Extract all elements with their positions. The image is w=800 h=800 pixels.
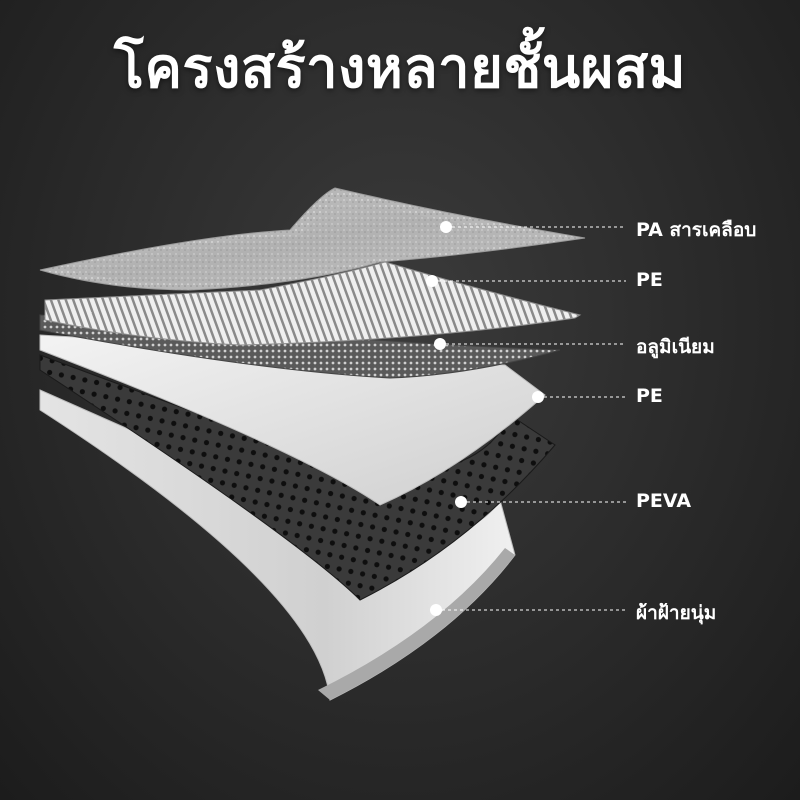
layer-pe-upper <box>44 261 582 346</box>
label-pe-upper: PE <box>636 269 663 291</box>
connector-dot <box>426 275 438 287</box>
label-pe-lower: PE <box>636 385 663 407</box>
connector-dot <box>532 391 544 403</box>
connectors <box>432 226 626 611</box>
label-pa-coating: PA สารเคลือบ <box>636 219 757 241</box>
connector-dot <box>430 604 442 616</box>
layer-pa-sheen <box>60 198 560 284</box>
connector-dots <box>426 221 544 616</box>
label-peva: PEVA <box>636 490 692 512</box>
label-cotton: ผ้าฝ้ายนุ่ม <box>636 602 717 624</box>
connector-dot <box>434 338 446 350</box>
connector-dot <box>440 221 452 233</box>
connector-dot <box>455 496 467 508</box>
layer-cotton-edge <box>318 548 515 700</box>
label-aluminium: อลูมิเนียม <box>636 336 715 358</box>
infographic-title: โครงสร้างหลายชั้นผสม <box>113 36 687 101</box>
